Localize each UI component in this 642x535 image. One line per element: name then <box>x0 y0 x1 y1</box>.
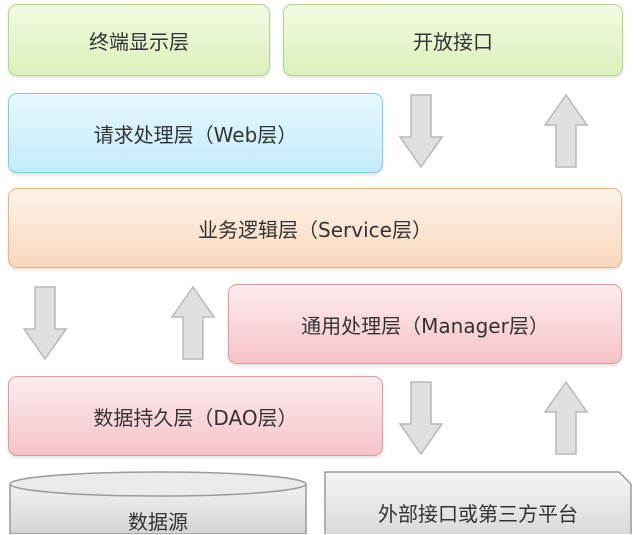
manager-layer-label: 通用处理层（Manager层） <box>301 313 549 338</box>
manager-layer: 通用处理层（Manager层） <box>228 284 622 364</box>
dao-layer-label: 数据持久层（DAO层） <box>93 405 298 430</box>
web-layer-label: 请求处理层（Web层） <box>93 122 298 147</box>
external-platform-box: 外部接口或第三方平台 <box>323 470 633 534</box>
external-platform-label: 外部接口或第三方平台 <box>378 502 578 526</box>
database-icon <box>9 471 307 534</box>
external-platform-shape <box>324 471 632 534</box>
dao-layer: 数据持久层（DAO层） <box>8 376 383 456</box>
open-interface-layer: 开放接口 <box>283 4 623 76</box>
down-arrow-icon <box>398 94 444 169</box>
up-arrow-icon <box>170 285 216 360</box>
terminal-display-layer: 终端显示层 <box>8 4 270 76</box>
open-interface-label: 开放接口 <box>413 29 493 54</box>
service-layer-label: 业务逻辑层（Service层） <box>198 217 432 242</box>
web-layer: 请求处理层（Web层） <box>8 93 383 173</box>
data-source-label: 数据源 <box>128 510 188 534</box>
up-arrow-icon <box>543 93 589 168</box>
data-source-cylinder: 数据源 <box>8 470 308 534</box>
service-layer: 业务逻辑层（Service层） <box>8 188 622 268</box>
up-arrow-icon <box>543 380 589 455</box>
down-arrow-icon <box>398 381 444 456</box>
terminal-display-label: 终端显示层 <box>89 29 189 54</box>
down-arrow-icon <box>22 286 68 361</box>
